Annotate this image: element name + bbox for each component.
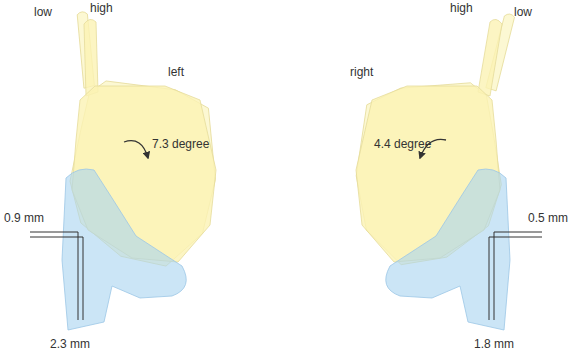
angle-label: 7.3 degree: [152, 138, 209, 151]
position-label: high: [450, 2, 473, 15]
position-label: low: [34, 6, 52, 19]
side-label: left: [168, 66, 184, 79]
angle-label: 4.4 degree: [374, 138, 431, 151]
blue-region: [386, 169, 510, 330]
side-label: right: [350, 66, 373, 79]
dimension-line: [489, 232, 542, 320]
dimension-label: 0.5 mm: [528, 212, 568, 225]
high-process: [478, 19, 502, 96]
position-label: high: [90, 2, 113, 15]
dimension-line: [30, 232, 83, 320]
dimension-label: 1.8 mm: [474, 338, 514, 351]
right-joint: [345, 14, 542, 330]
left-joint: [30, 11, 234, 330]
high-process: [84, 19, 98, 96]
blue-region: [62, 169, 186, 330]
dimension-label: 0.9 mm: [4, 212, 44, 225]
rotation-arrow: [124, 141, 148, 158]
position-label: low: [514, 6, 532, 19]
dimension-label: 2.3 mm: [50, 338, 90, 351]
